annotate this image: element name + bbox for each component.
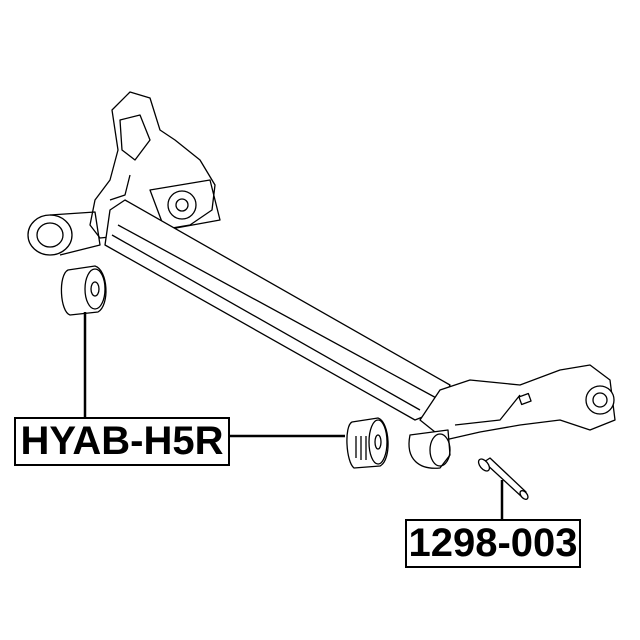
part-label-1298-003: 1298-003 xyxy=(405,519,581,568)
bushing-hyab-h5r xyxy=(346,417,389,469)
bushing-upper xyxy=(60,265,107,316)
cross-beam xyxy=(104,199,451,421)
leader-lines xyxy=(83,312,504,519)
left-trailing-arm xyxy=(27,91,221,256)
part-label-hyab-h5r: HYAB-H5R xyxy=(14,417,230,466)
right-trailing-arm xyxy=(408,364,616,469)
bolt-1298-003 xyxy=(477,457,529,500)
